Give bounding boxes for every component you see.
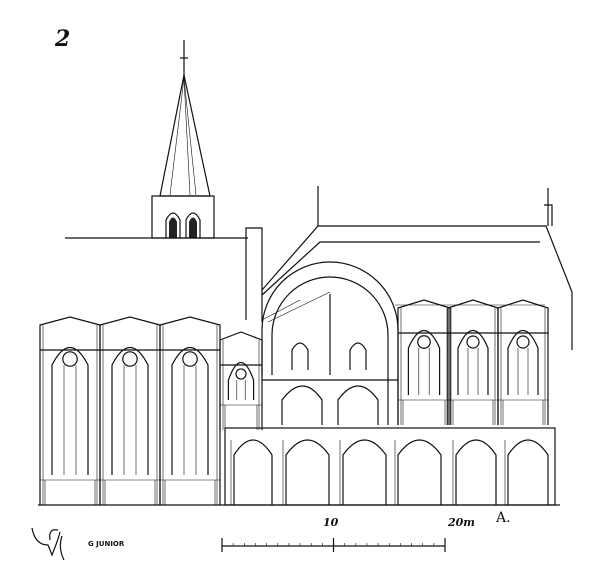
bell-tower — [151, 40, 215, 239]
arcade-arch — [455, 439, 497, 505]
base-panel — [398, 399, 450, 425]
base-panel — [100, 479, 160, 505]
bay-outline — [397, 299, 451, 425]
bay-outline — [447, 299, 499, 425]
base-panel — [448, 399, 498, 425]
arcade-arch — [397, 439, 442, 505]
figure-letter: A. — [496, 510, 511, 526]
gothic-window — [457, 329, 489, 395]
rose-tracery — [417, 335, 431, 349]
scale-label-10: 10 — [323, 516, 339, 529]
arcade-arch — [285, 439, 330, 505]
arcade-arch — [342, 439, 387, 505]
gothic-window — [51, 347, 89, 475]
gothic-window — [507, 329, 539, 395]
chapel-bay — [497, 299, 549, 425]
gothic-window — [111, 347, 149, 475]
arcade-arch — [507, 439, 549, 505]
tower-belfry — [151, 195, 215, 239]
base-panel — [40, 479, 100, 505]
rose-tracery — [516, 335, 530, 349]
plate-number: 2 — [55, 26, 71, 52]
lower-arcade — [224, 427, 556, 506]
chapel-bay — [159, 316, 221, 505]
bay-outline — [99, 316, 161, 505]
artist-signature: G JUNIOR — [88, 540, 125, 548]
base-panel — [498, 399, 548, 425]
rose-tracery — [182, 351, 198, 367]
gothic-window — [171, 347, 209, 475]
rose-tracery — [466, 335, 480, 349]
bay-outline — [39, 316, 101, 505]
chapel-bay — [397, 299, 451, 425]
buttress — [222, 340, 260, 430]
bay-outline — [219, 331, 263, 430]
gothic-window — [407, 329, 441, 395]
chapel-bay — [99, 316, 161, 505]
buttress — [42, 325, 98, 505]
bay-outline — [497, 299, 549, 425]
rose-tracery — [235, 368, 247, 380]
buttress — [400, 308, 448, 425]
west-chapels — [39, 316, 263, 505]
rose-tracery — [122, 351, 138, 367]
chapel-bay — [39, 316, 101, 505]
central-apse — [261, 261, 399, 425]
arcade-arch — [233, 439, 273, 505]
base-panel — [160, 479, 220, 505]
bay-outline — [159, 316, 221, 505]
buttress — [450, 308, 496, 425]
chapel-bay — [447, 299, 499, 425]
scale-bar — [221, 538, 446, 552]
artist-monogram — [31, 527, 65, 561]
buttress — [162, 325, 218, 505]
chapel-bay — [219, 331, 263, 430]
buttress — [500, 308, 546, 425]
gothic-window — [227, 361, 255, 400]
rose-tracery — [62, 351, 78, 367]
east-pinnacle — [544, 188, 553, 226]
base-panel — [220, 404, 262, 430]
scale-label-20: 20m — [448, 516, 475, 529]
buttress — [102, 325, 158, 505]
east-chapels — [397, 299, 549, 425]
arcade-frame — [224, 427, 556, 506]
roofs — [65, 186, 573, 350]
